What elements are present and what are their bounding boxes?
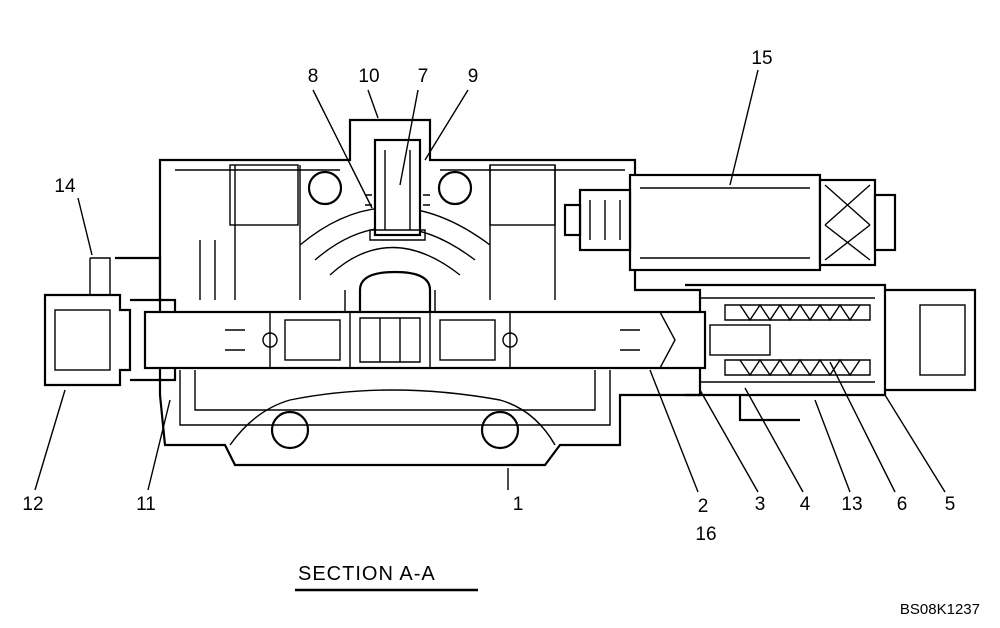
callout-13: 13: [841, 494, 862, 515]
callout-1: 1: [513, 494, 524, 515]
callout-14: 14: [54, 176, 76, 197]
spring-housing: [685, 283, 977, 422]
section-title: SECTION A-A: [298, 563, 436, 585]
relief-cap-assembly: [365, 138, 430, 241]
spool: [143, 310, 707, 370]
callout-6: 6: [897, 494, 908, 515]
callout-16: 16: [695, 524, 716, 545]
callout-3: 3: [755, 494, 766, 515]
callout-2: 2: [698, 496, 709, 517]
left-end-cap: [43, 256, 177, 387]
drawing-code: BS08K1237: [900, 601, 980, 618]
valve-body: [158, 118, 702, 467]
solenoid-cartridge: [563, 173, 897, 272]
callout-5: 5: [945, 494, 956, 515]
callout-7: 7: [418, 66, 429, 87]
callout-12: 12: [22, 494, 43, 515]
leader-lines: [34, 69, 946, 493]
callout-10: 10: [358, 66, 379, 87]
callout-9: 9: [468, 66, 479, 87]
callout-8: 8: [308, 66, 319, 87]
callout-11: 11: [136, 494, 156, 515]
callout-15: 15: [751, 48, 772, 69]
callout-4: 4: [800, 494, 811, 515]
callout-labels: 1 2 16 3 4 13 6 5 12 11 14 8 10 7 9 15: [22, 48, 955, 545]
